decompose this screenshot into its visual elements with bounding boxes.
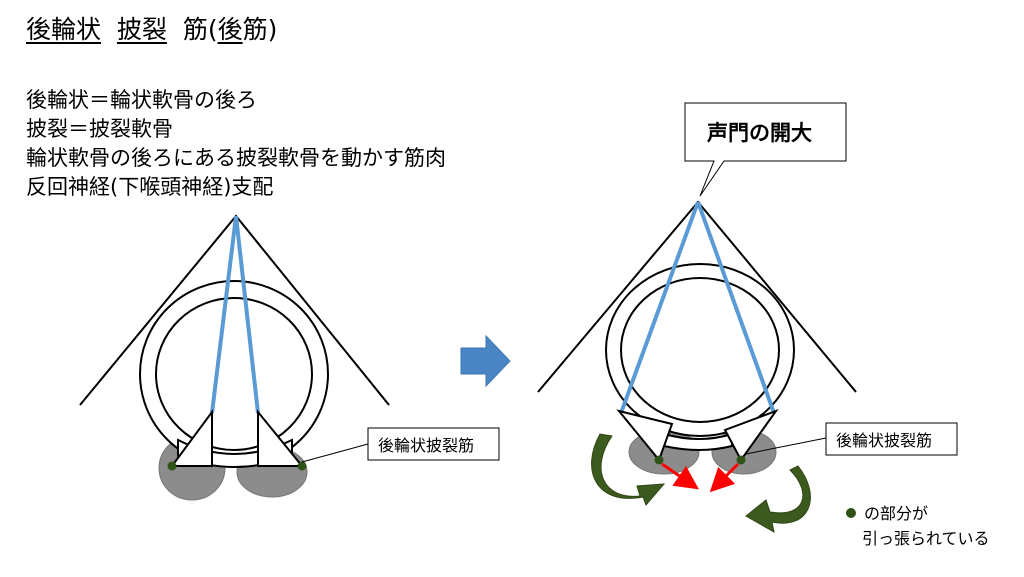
legend-line-1: の部分が [864,504,928,523]
title-part-posterior-cricoid: 後輪状 [26,15,102,44]
right-arytenoid-right [723,408,779,462]
left-label-box [367,427,500,461]
left-vocal-cord-right [234,215,260,414]
left-arytenoid-right [257,409,305,467]
right-dot-right [736,455,746,465]
title-part-posterior: 後 [217,15,243,44]
right-pull-arrow-left [661,462,699,490]
description-line-1: 後輪状＝輪状軟骨の後ろ [26,88,257,112]
legend: の部分が 引っ張られている [846,504,990,548]
description: 後輪状＝輪状軟骨の後ろ 披裂＝披裂軟骨 輪状軟骨の後ろにある披裂軟骨を動かす筋肉… [26,86,446,202]
right-label-leader [745,437,827,455]
right-arytenoid-left [616,409,674,462]
right-rotation-arrow-left [591,433,666,506]
right-diagram: 後輪状披裂筋 声門の開大 [537,102,958,533]
right-pull-arrow-right [709,462,740,493]
callout-box [684,102,847,197]
page-title: 後輪状 披裂 筋(後筋) [26,10,277,46]
right-label-box [825,422,958,456]
left-diagram: 後輪状披裂筋 [79,214,500,501]
left-arytenoid-left [170,408,213,467]
description-line-4: 反回神経(下喉頭神経)支配 [26,175,274,199]
description-line-3: 輪状軟骨の後ろにある披裂軟骨を動かす筋肉 [26,146,446,170]
left-dot-left [167,461,177,471]
description-line-2: 披裂＝披裂軟骨 [26,117,173,141]
title-part-arytenoid: 披裂 [116,15,167,44]
right-dot-left [654,455,664,465]
left-cricoid-inner [155,297,313,451]
callout-text: 声門の開大 [706,121,812,145]
right-vocal-cord-right [696,201,776,414]
right-cricoid-lamina [663,432,733,451]
right-vocal-cord-left [619,201,700,414]
left-muscle-label: 後輪状披裂筋 [378,436,474,455]
transition-arrow [460,334,511,388]
left-vocal-cord-left [210,215,238,414]
title-part-muscle: 筋( [182,15,218,44]
legend-dot [846,508,856,518]
left-dot-right [297,461,307,471]
right-muscle-label: 後輪状披裂筋 [836,431,932,450]
legend-line-2: 引っ張られている [862,529,990,548]
right-rotation-arrow-right [745,465,811,533]
title-part-close: 筋) [242,15,278,44]
left-label-leader [301,443,369,463]
